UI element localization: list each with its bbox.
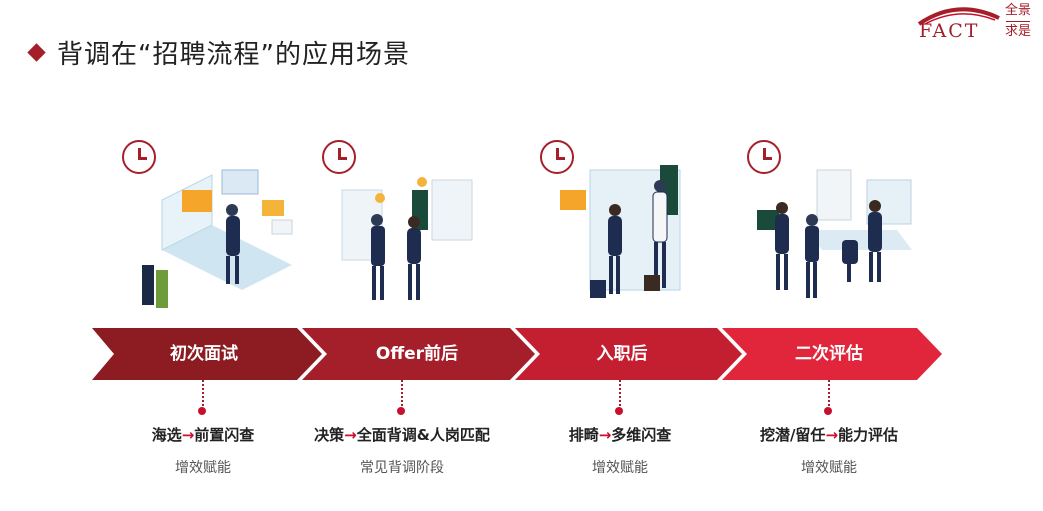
- logo-cn-bottom: 求是: [1003, 23, 1033, 41]
- stage-subtitle: 增效赋能: [88, 457, 318, 477]
- stage-description-3: 排畸→多维闪查 增效赋能: [505, 424, 735, 477]
- laptop-illustration: [122, 140, 322, 320]
- logo-wordmark: FACT: [919, 20, 979, 42]
- onboarding-illustration: [540, 140, 740, 320]
- stage-action: 排畸→多维闪查: [505, 424, 735, 445]
- stage-action: 决策→全面背调&人岗匹配: [287, 424, 517, 445]
- arrow-label-3: 入职后: [532, 328, 712, 380]
- process-arrows: 初次面试 Offer前后 入职后 二次评估: [92, 328, 942, 380]
- logo-chinese: 全景 求是: [1003, 2, 1033, 41]
- stage-description-4: 挖潜/留任→能力评估 增效赋能: [714, 424, 944, 477]
- stage-illustration-interview: [122, 140, 322, 320]
- handshake-illustration: [322, 140, 522, 320]
- logo-cn-top: 全景: [1003, 2, 1033, 20]
- stage-illustration-onboarding: [540, 140, 740, 320]
- connector-line: [202, 380, 206, 410]
- arrow-label-2: Offer前后: [327, 328, 507, 380]
- connector-line: [828, 380, 832, 410]
- arrow-label-4: 二次评估: [739, 328, 919, 380]
- stage-action: 海选→前置闪查: [88, 424, 318, 445]
- page-title-text: 背调在“招聘流程”的应用场景: [57, 34, 410, 71]
- connector-line: [401, 380, 405, 410]
- page-title: 背调在“招聘流程”的应用场景: [30, 34, 410, 71]
- stage-description-2: 决策→全面背调&人岗匹配 常见背调阶段: [287, 424, 517, 477]
- connector-line: [619, 380, 623, 410]
- stage-subtitle: 增效赋能: [714, 457, 944, 477]
- diamond-bullet-icon: [27, 43, 45, 61]
- stage-subtitle: 增效赋能: [505, 457, 735, 477]
- connector-dot: [824, 407, 832, 415]
- connector-dot: [615, 407, 623, 415]
- fact-logo: FACT 全景 求是: [913, 2, 1033, 46]
- connector-dot: [198, 407, 206, 415]
- stage-description-1: 海选→前置闪查 增效赋能: [88, 424, 318, 477]
- stage-illustration-reassessment: [747, 140, 947, 320]
- connector-dot: [397, 407, 405, 415]
- arrow-label-1: 初次面试: [114, 328, 294, 380]
- stage-subtitle: 常见背调阶段: [287, 457, 517, 477]
- meeting-illustration: [747, 140, 947, 320]
- stage-illustration-offer: [322, 140, 522, 320]
- stage-action: 挖潜/留任→能力评估: [714, 424, 944, 445]
